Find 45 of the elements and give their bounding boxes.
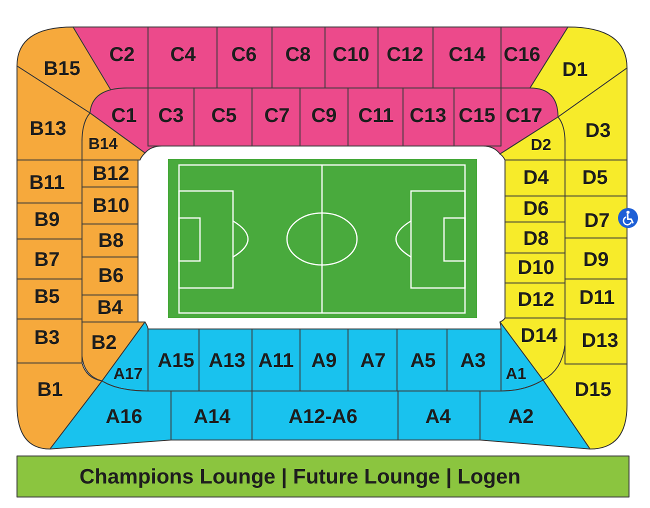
seating-section: A13 (199, 329, 252, 391)
seating-section: C10 (325, 27, 378, 88)
seating-section: D4 (505, 160, 565, 196)
seating-section: C5 (194, 88, 252, 146)
seating-section: D9 (565, 238, 627, 279)
seating-section: C9 (300, 88, 348, 146)
seating-section: A11 (252, 329, 300, 391)
seating-section: D6 (505, 196, 565, 222)
seating-section: A7 (348, 329, 397, 391)
seating-section: B5 (17, 279, 82, 319)
seating-section: A9 (300, 329, 348, 391)
seating-section: B3 (17, 319, 82, 363)
seating-section: B7 (17, 239, 82, 279)
seating-section: C13 (403, 88, 454, 146)
seating-section: B10 (82, 187, 138, 224)
seating-section: C6 (217, 27, 272, 88)
seating-section: A3 (447, 329, 501, 391)
seating-section: D8 (505, 222, 565, 253)
seating-section: B8 (82, 224, 138, 257)
seating-section: B9 (17, 203, 82, 239)
seating-section: C12 (378, 27, 433, 88)
seating-section: B12 (82, 160, 138, 187)
seating-section: A14 (171, 391, 252, 440)
seating-section: C11 (348, 88, 403, 146)
seating-section: C7 (252, 88, 300, 146)
seating-section: A12-A6 (252, 391, 398, 440)
lounge-band: Champions Lounge | Future Lounge | Logen (17, 456, 629, 497)
seating-section: C8 (272, 27, 325, 88)
seating-section: B11 (17, 160, 82, 203)
seating-section: A4 (398, 391, 480, 440)
seating-section: C14 (433, 27, 501, 88)
seating-section: C3 (148, 88, 194, 146)
seating-section: A5 (397, 329, 447, 391)
seating-section: C15 (454, 88, 501, 146)
seating-section: D12 (505, 283, 565, 318)
seating-section: D13 (565, 319, 627, 364)
seating-section: D7 (565, 196, 627, 238)
seating-section: B1 (17, 363, 102, 449)
seating-section: D10 (505, 253, 565, 283)
seating-section: D11 (565, 279, 627, 319)
seating-section: C4 (148, 27, 217, 88)
seating-section: B4 (82, 295, 138, 322)
seating-section: D5 (565, 160, 627, 196)
seating-section: B6 (82, 257, 138, 295)
seating-section: A15 (148, 329, 199, 391)
